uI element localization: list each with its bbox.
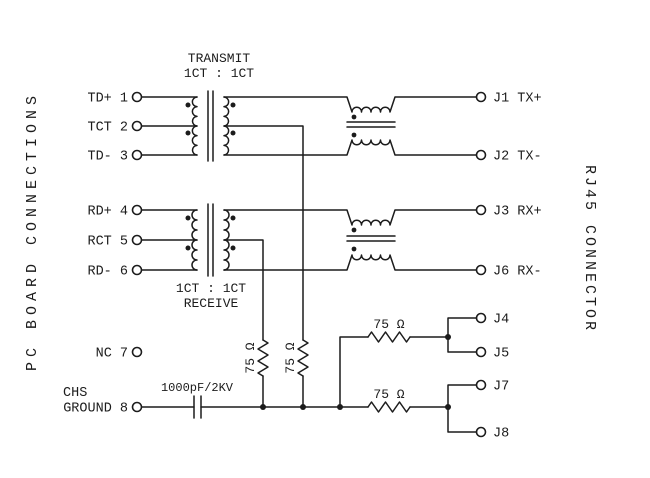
pin-label-ground: GROUND 8 [63,402,128,417]
junction-dot [300,404,306,410]
transmit-transformer: TRANSMIT 1CT : 1CT [184,51,254,162]
pc-board-pins: TD+ 1 TCT 2 TD- 3 RD+ 4 RCT 5 RD- 6 NC 7… [63,91,143,417]
resistor-r4-label: 75 Ω [373,387,404,402]
polarity-dot [351,114,357,120]
rx-minus-wire [223,254,478,271]
transformer-core [207,90,214,162]
pin-terminal [131,346,143,358]
pin-terminal [131,120,143,132]
jack-terminal [475,426,487,438]
pin-label-rd-minus: RD- 6 [87,265,128,280]
jack-terminal [475,312,487,324]
junction-dot [260,404,266,410]
polarity-dot [230,245,236,251]
jack-label-j3: J3 RX+ [493,205,542,220]
capacitor-label: 1000pF/2KV [161,381,234,395]
jack-terminal [475,346,487,358]
jack-label-j5: J5 [493,347,509,362]
jack-terminal [475,91,487,103]
choke-core [346,121,396,128]
pin-label-tct: TCT 2 [87,121,128,136]
rj45-connector-title: RJ45 CONNECTOR [581,165,598,333]
polarity-dot [185,130,191,136]
jack-terminal [475,204,487,216]
tx-common-mode-choke [223,96,478,156]
resistor-r2-label: 75 Ω [283,342,298,373]
wire [140,96,198,408]
jack-label-j4: J4 [493,313,509,328]
pin-terminal [131,204,143,216]
transmit-primary-winding [191,96,198,156]
resistor-r4 [367,401,411,413]
rx-center-tap-wire [223,239,264,408]
resistor-r3-label: 75 Ω [373,317,404,332]
resistor-r1-label: 75 Ω [243,342,258,373]
tx-plus-wire [223,96,478,113]
pin-label-nc: NC 7 [96,347,128,362]
jack-label-j2: J2 TX- [493,150,542,165]
receive-primary-winding [191,209,198,271]
jack-terminal [475,149,487,161]
receive-label: RECEIVE [184,296,239,311]
resistor-r3 [367,331,411,343]
junction-dot [445,404,451,410]
jack-label-j8: J8 [493,427,509,442]
rj45-jacks: J1 TX+ J2 TX- J3 RX+ J6 RX- J4 J5 J7 J8 [475,91,542,442]
transformer-core [207,203,214,277]
receive-transformer: 1CT : 1CT RECEIVE [176,203,246,311]
polarity-dot [185,245,191,251]
receive-ratio-label: 1CT : 1CT [176,281,246,296]
pin-terminal [131,264,143,276]
jack-terminal [475,379,487,391]
rx-common-mode-choke [223,209,478,271]
j4-j5-stub [447,317,478,353]
polarity-dot [230,102,236,108]
junction-dot [445,334,451,340]
transmit-ratio-label: 1CT : 1CT [184,66,254,81]
pin-terminal [131,401,143,413]
pin-label-rct: RCT 5 [87,235,128,250]
choke-core [346,235,396,242]
polarity-dot [351,227,357,233]
jack-label-j7: J7 [493,380,509,395]
pc-board-connections-title: PC BOARD CONNECTIONS [24,91,41,371]
center-tap-terminations: 75 Ω 75 Ω [223,125,309,408]
r3-branch-wire [339,336,449,408]
pin-label-td-minus: TD- 3 [87,150,128,165]
resistor-r1 [257,339,269,377]
polarity-dot [185,215,191,221]
pin-terminal [131,91,143,103]
j7-j8-stub [447,384,478,433]
pin-terminal [131,149,143,161]
capacitor-plates [193,395,202,419]
polarity-dot [351,246,357,252]
polarity-dot [230,130,236,136]
tx-minus-wire [223,139,478,156]
rx-plus-wire [223,209,478,226]
junction-dot [337,404,343,410]
resistor-r2 [297,339,309,377]
tx-center-tap-wire [223,125,304,408]
pin-label-rd-plus: RD+ 4 [87,205,128,220]
pc-board-pin-wires [140,96,198,408]
jack-label-j1: J1 TX+ [493,92,542,107]
jack-terminal [475,264,487,276]
jack-label-j6: J6 RX- [493,265,542,280]
pin-label-td-plus: TD+ 1 [87,92,128,107]
polarity-dot [351,132,357,138]
pin-terminal [131,234,143,246]
transmit-label: TRANSMIT [188,51,251,66]
chassis-ground-network: 1000pF/2KV 75 Ω 75 Ω [161,317,478,433]
polarity-dot [230,215,236,221]
pin-label-chs: CHS [63,386,87,401]
polarity-dot [185,102,191,108]
